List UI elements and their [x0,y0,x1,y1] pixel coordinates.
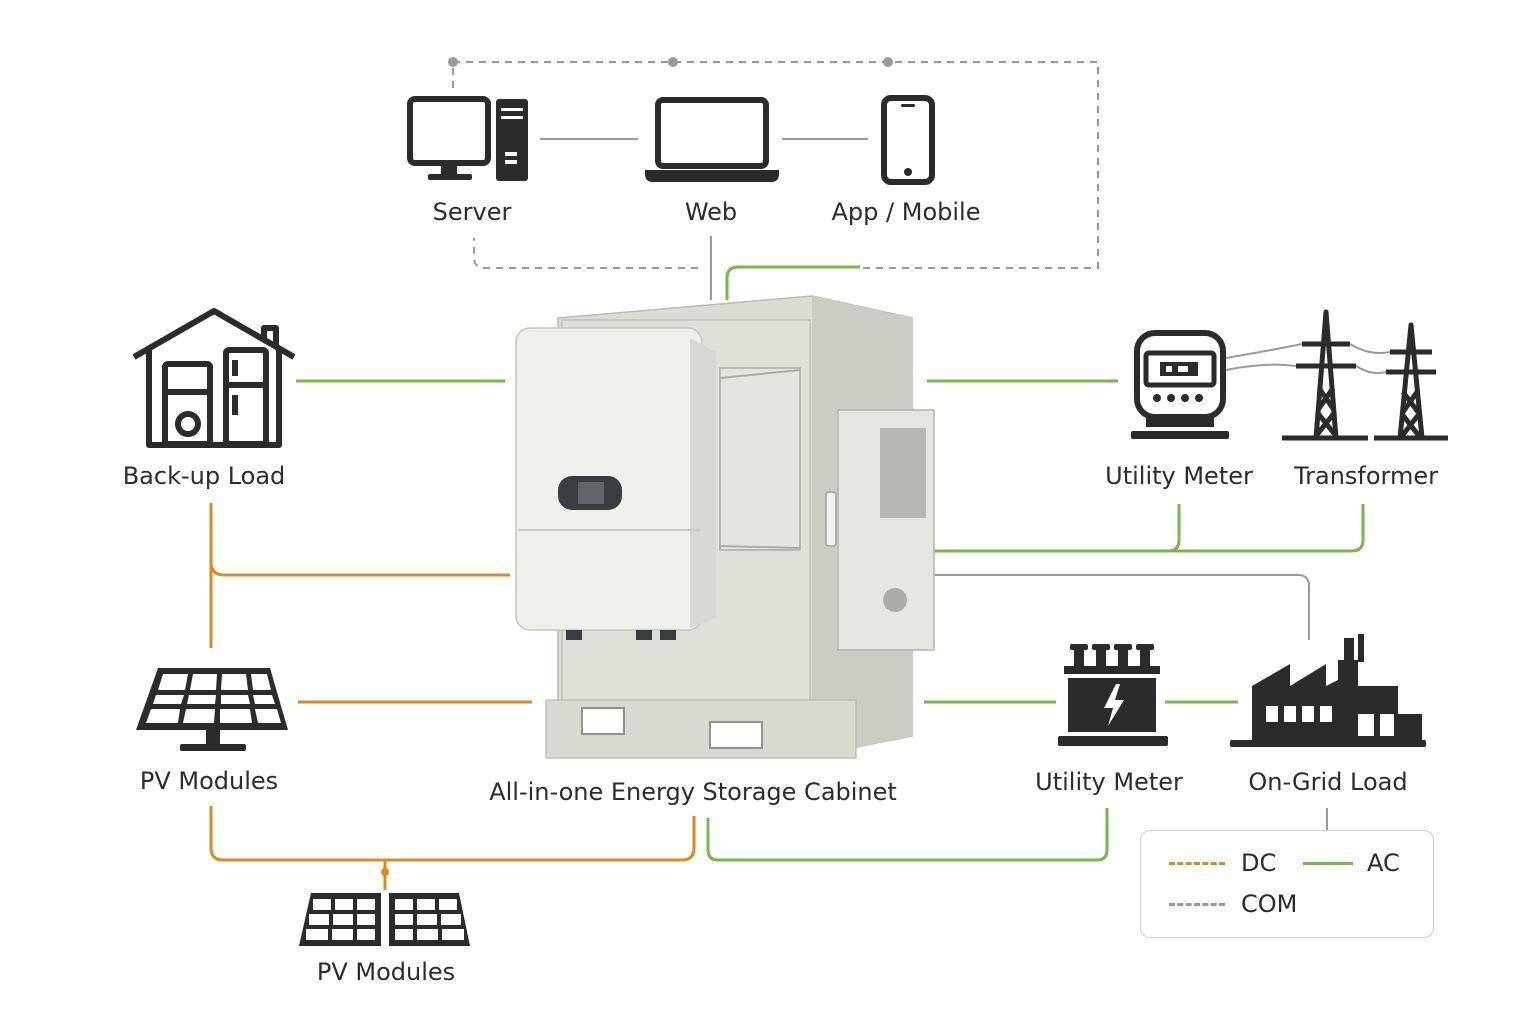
house-icon [132,308,296,448]
com-node-3 [883,57,893,67]
com-node-1 [448,57,458,67]
ac-lines [296,265,1365,862]
label-app-mobile: App / Mobile [831,198,981,226]
label-backup-load: Back-up Load [122,462,286,490]
inverter-unit [515,327,716,640]
ac-unit [825,409,935,651]
legend-com-label: COM [1241,890,1298,918]
transformer-box-icon [1058,644,1168,746]
label-pv-modules-1: PV Modules [139,767,279,795]
legend-dc-label: DC [1241,849,1277,877]
energy-storage-cabinet [515,295,935,759]
legend-ac-swatch [1303,862,1353,865]
solar-panels-pair-icon [299,893,470,946]
com-lines [448,57,1328,830]
label-transformer: Transformer [1293,462,1439,490]
utility-meter-icon [1131,330,1229,439]
legend-com-swatch [1169,903,1225,906]
label-cabinet: All-in-one Energy Storage Cabinet [489,778,897,806]
dc-pv-bottom-loop [209,806,696,862]
label-pv-modules-2: PV Modules [316,958,456,986]
label-server: Server [432,198,512,226]
legend: DC AC COM [1140,830,1434,938]
mobile-phone-icon [881,95,935,185]
cabinet-door-left [719,367,801,551]
dc-lines [209,503,696,890]
ac-meter-transformer-feed [934,504,1365,553]
factory-icon [1230,634,1426,747]
server-icon [407,96,528,181]
com-node-2 [668,57,678,67]
ac-cabinet-top [725,265,860,300]
label-utility-meter-bottom: Utility Meter [1035,768,1183,796]
com-cabinet-ongrid [934,574,1310,640]
solar-panel-icon [136,668,288,751]
legend-ac-label: AC [1367,849,1400,877]
label-on-grid-load: On-Grid Load [1248,768,1408,796]
dc-junction-node [381,868,389,876]
laptop-icon [645,97,779,182]
solar-panel-cells [146,674,281,723]
label-utility-meter-top: Utility Meter [1105,462,1253,490]
label-web: Web [684,198,738,226]
solar-pair-cells [306,899,464,940]
forklift-slot-right [709,721,763,749]
legend-dc-swatch [1169,862,1225,865]
transmission-tower-icon [1282,309,1448,441]
dc-branch-cabinet [209,561,510,577]
power-wires [1225,343,1391,375]
ac-cabinet-meter2-bottom [706,808,1109,862]
forklift-slot-left [581,707,625,735]
com-dashed-loop [452,61,1099,269]
